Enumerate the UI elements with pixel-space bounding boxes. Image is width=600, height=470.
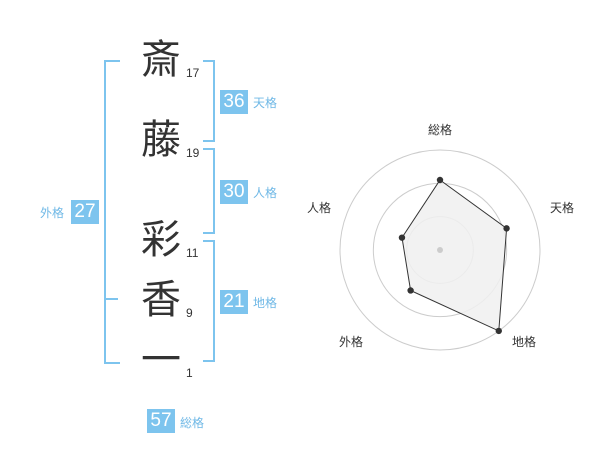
radar-label-chikaku: 地格: [512, 335, 537, 349]
radar-point-2: [503, 225, 510, 232]
chikaku-label: 地格: [253, 296, 278, 310]
chikaku-score-badge: 21: [220, 290, 248, 314]
radar-label-soukaku: 総格: [428, 123, 453, 137]
jinkaku-score-badge: 30: [220, 180, 248, 204]
name-char-3: 彩: [141, 217, 181, 263]
radar-center: [437, 247, 443, 253]
stroke-count-1: 17: [186, 66, 200, 80]
tenkaku-bracket: [203, 60, 215, 142]
gaikaku-bracket: [104, 60, 120, 364]
name-char-2: 藤: [141, 117, 181, 163]
radar-label-tenkaku: 天格: [550, 201, 575, 215]
radar-point-3: [495, 327, 502, 335]
soukaku-label: 総格: [180, 416, 205, 430]
chikaku-bracket: [203, 240, 215, 362]
name-char-4: 香: [141, 277, 181, 323]
stroke-count-3: 11: [186, 246, 199, 260]
radar-label-jinkaku: 人格: [307, 201, 332, 215]
stroke-count-2: 19: [186, 146, 200, 160]
tenkaku-label: 天格: [253, 96, 278, 110]
radar-point-4: [407, 287, 414, 294]
gaikaku-score-badge: 27: [71, 200, 99, 224]
radar-polygon: [401, 179, 508, 332]
name-char-5: 一: [141, 337, 181, 383]
jinkaku-label: 人格: [253, 186, 278, 200]
radar-point-5: [398, 234, 406, 241]
gaikaku-label: 外格: [40, 206, 65, 220]
gaikaku-bracket-tick: [104, 298, 118, 300]
name-char-1: 斎: [141, 37, 181, 83]
fortune-radar-chart: [339, 149, 541, 351]
stroke-count-4: 9: [186, 306, 193, 320]
jinkaku-bracket: [203, 148, 215, 234]
soukaku-score-badge: 57: [147, 409, 175, 433]
radar-point-1: [436, 176, 444, 184]
radar-ring-3: [339, 149, 541, 351]
tenkaku-score-badge: 36: [220, 90, 248, 114]
stroke-count-5: 1: [186, 366, 193, 380]
radar-label-gaikaku: 外格: [339, 335, 364, 349]
